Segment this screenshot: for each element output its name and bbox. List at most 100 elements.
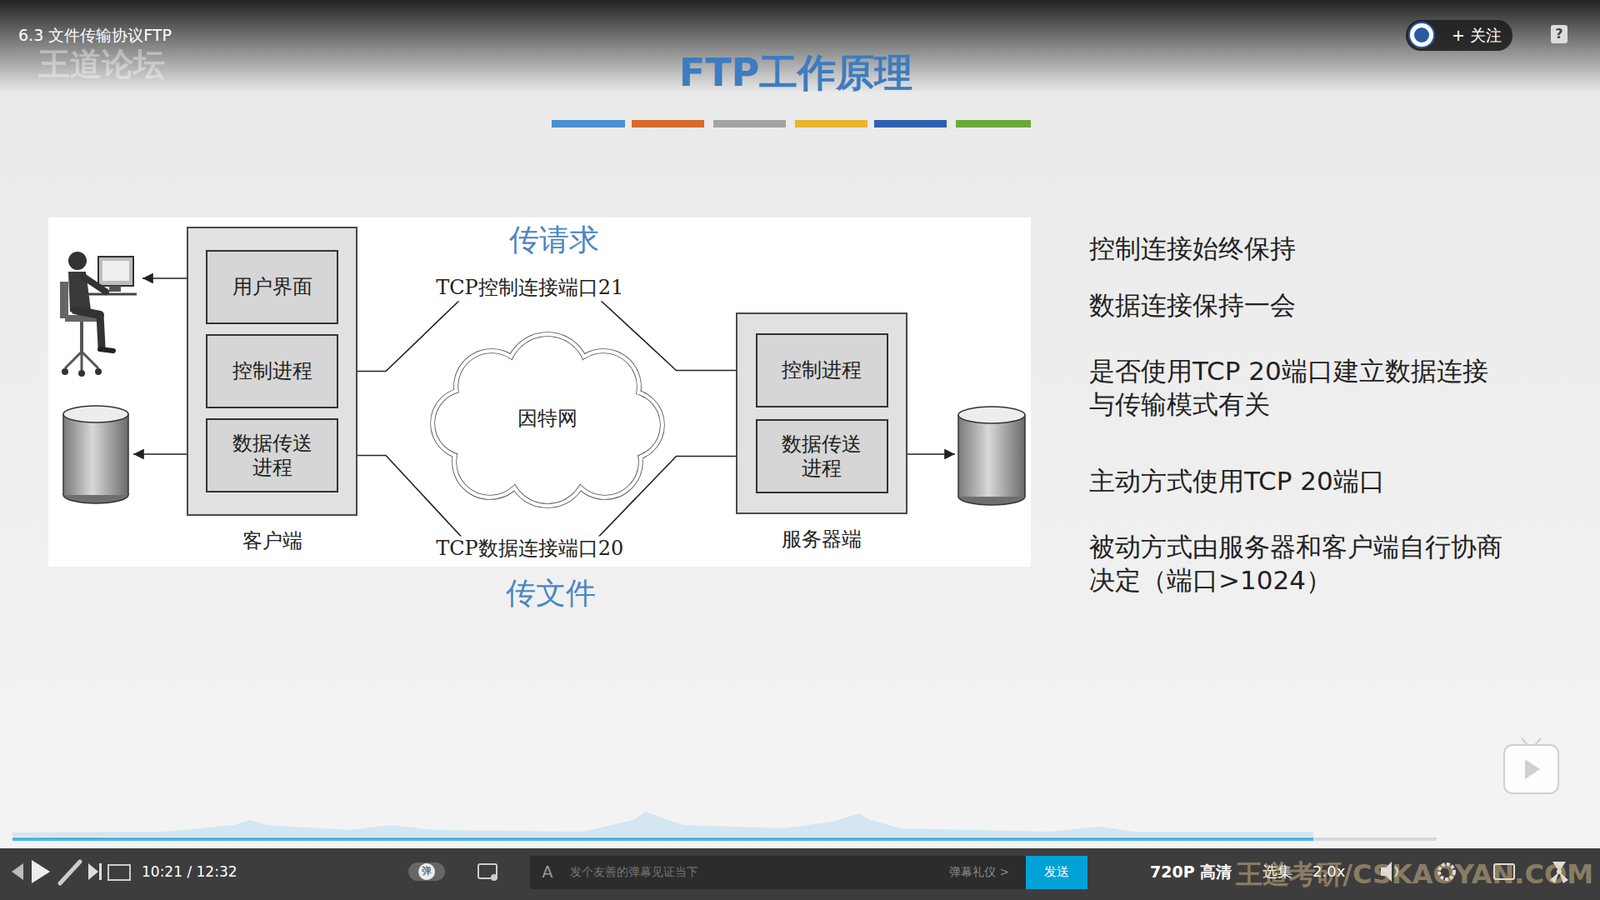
note-text: 是否使用TCP 20端口建立数据连接与传输模式有关	[1089, 354, 1506, 422]
color-bar	[874, 120, 947, 128]
desk-keyboard	[86, 293, 137, 296]
process-box: 控制进程	[205, 334, 339, 409]
quality-text: 720P 高清	[1150, 861, 1232, 883]
color-bar	[551, 120, 625, 128]
follow-text: + 关注	[1451, 25, 1502, 46]
danmaku-settings-gear	[490, 874, 498, 881]
cloud-lobe	[489, 364, 606, 481]
watermark: 王道论坛	[38, 44, 165, 85]
thigh	[75, 310, 100, 315]
watermark: 王道考研/CSKAOYAN.COM	[1235, 857, 1594, 893]
user-figure	[60, 251, 137, 377]
note-text: 数据连接保持一会	[1089, 288, 1296, 322]
box-text: 用户界面	[232, 275, 313, 300]
shin	[100, 315, 102, 347]
help-icon	[1550, 25, 1568, 44]
internet-cloud: 因特网	[426, 326, 669, 510]
cloud-ring	[430, 332, 665, 508]
chair-leg	[80, 351, 84, 370]
head	[68, 251, 87, 270]
control-bar	[0, 848, 1600, 900]
diagram-panel	[48, 217, 1031, 567]
process-box: 数据传送进程	[755, 419, 889, 494]
button-ground	[1405, 20, 1513, 51]
cylinder-side	[62, 414, 65, 495]
server-disk	[958, 406, 1025, 505]
cloud-ring	[435, 336, 660, 504]
chair-leg	[81, 351, 99, 369]
server-box: 服务器端控制进程数据传送进程	[735, 312, 908, 515]
monitor-stand	[109, 285, 121, 292]
cylinder-body	[63, 414, 129, 495]
client-box: 客户端用户界面控制进程数据传送进程	[186, 226, 358, 516]
send-button	[1025, 855, 1088, 890]
flow-caption: 传请求	[509, 220, 600, 260]
note-text: 主动方式使用TCP 20端口	[1089, 464, 1385, 498]
danmaku-knob	[418, 863, 435, 880]
cloud-lobe	[489, 364, 606, 481]
color-bar	[955, 120, 1031, 128]
cylinder-top	[958, 406, 1025, 424]
progress-buffer	[1313, 837, 1437, 841]
tv-icon	[1504, 738, 1559, 794]
box-heading: 客户端	[188, 529, 356, 554]
input-placeholder: 发个友善的弹幕见证当下	[570, 864, 699, 880]
connection-label: TCP控制连接端口21	[430, 275, 629, 301]
video-title: 6.3 文件传输协议FTP	[18, 25, 172, 46]
box-text: 数据传送进程	[230, 431, 315, 480]
next-icon-bar	[99, 863, 102, 880]
chair-back	[60, 281, 69, 319]
cylinder-side	[1024, 415, 1026, 497]
chair-wheel	[95, 368, 102, 375]
tv-body	[1504, 745, 1559, 794]
cylinder-body	[958, 415, 1025, 497]
chair-wheel	[78, 370, 85, 377]
cloud-lobe	[435, 391, 499, 455]
danmaku-toggle	[408, 862, 445, 881]
chair-wheel	[61, 368, 69, 375]
cloud-ring	[430, 332, 665, 508]
process-box: 控制进程	[755, 333, 889, 408]
box-text: 控制进程	[232, 359, 313, 384]
cloud-lobe	[435, 391, 499, 455]
slide-title: FTP工作原理	[679, 48, 914, 99]
antenna	[1521, 738, 1528, 745]
cylinder-body	[63, 414, 129, 495]
connection-label: TCP数据连接端口20	[430, 535, 629, 562]
chair-leg	[65, 351, 82, 369]
etiquette-link: 弹幕礼仪 >	[949, 864, 1010, 880]
input-icon-letter: A	[542, 861, 554, 883]
play-icon	[31, 860, 50, 884]
box-text: 数据传送进程	[780, 432, 865, 481]
client-disk	[63, 405, 129, 504]
danmaku-glyph: 弹	[421, 865, 432, 879]
follow-button	[1405, 20, 1513, 51]
help-mark: ?	[1555, 25, 1563, 44]
process-box: 用户界面	[205, 250, 339, 325]
arm	[83, 276, 106, 292]
pen-icon	[60, 861, 80, 884]
flow-caption: 传文件	[505, 574, 596, 614]
heat-wave	[12, 811, 1314, 837]
list-icon	[108, 865, 130, 880]
cylinder-side	[127, 414, 130, 495]
chair-post	[80, 321, 84, 352]
monitor	[98, 256, 134, 286]
danmaku-input	[530, 855, 1026, 890]
prev-icon	[11, 863, 24, 880]
box-heading: 服务器端	[737, 527, 906, 552]
color-bar	[713, 120, 786, 128]
next-icon	[88, 863, 99, 880]
screen	[102, 260, 130, 281]
color-bar	[631, 120, 705, 128]
cloud-ring	[435, 336, 660, 504]
note-text: 控制连接始终保持	[1089, 231, 1296, 265]
note-text: 被动方式由服务器和客户端自行协商决定（端口>1024）	[1089, 530, 1515, 598]
tv-play	[1525, 759, 1540, 780]
progress-played	[12, 837, 1314, 841]
channel-logo-core	[1414, 27, 1430, 43]
box-text: 控制进程	[781, 358, 862, 383]
